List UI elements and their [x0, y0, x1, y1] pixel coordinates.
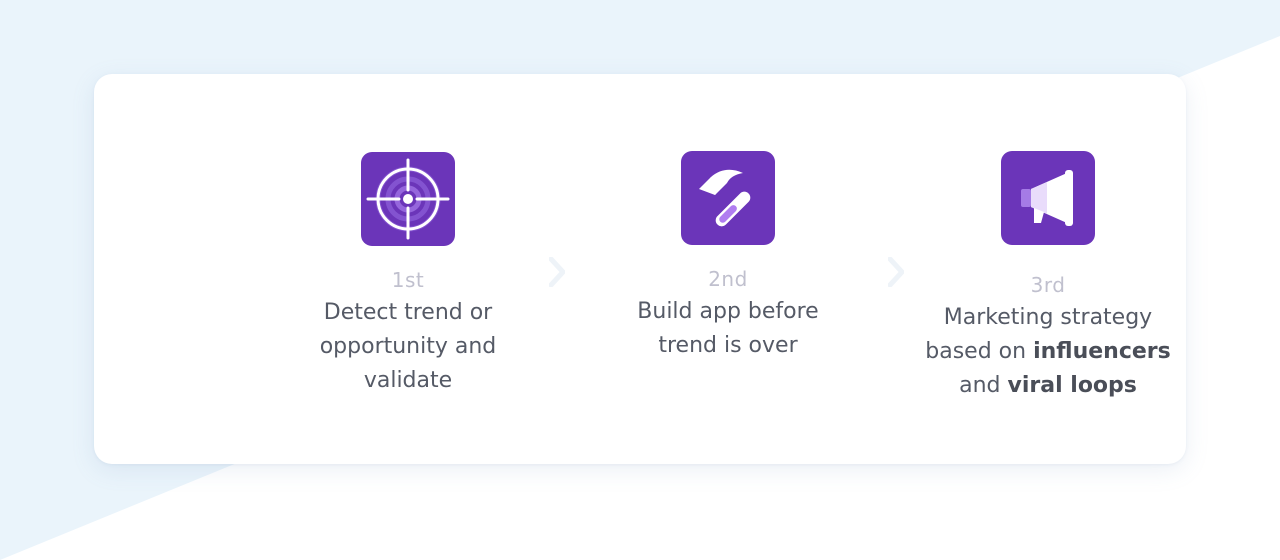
step-1: 1st Detect trend or opportunity and vali… [258, 152, 558, 398]
megaphone-icon [1001, 151, 1095, 245]
hammer-icon [681, 151, 775, 245]
highlight-influencers: influencers [1033, 339, 1171, 364]
step-description: Detect trend or opportunity and validate [319, 300, 497, 393]
step-description: Build app before trend is over [637, 299, 819, 358]
step-ordinal: 3rd [1030, 273, 1066, 297]
step-ordinal: 2nd [708, 267, 748, 291]
process-card: 1st Detect trend or opportunity and vali… [94, 74, 1186, 464]
chevron-right-icon [549, 257, 565, 287]
step-description: Marketing strategy based on influencers … [925, 305, 1171, 398]
highlight-viral-loops: viral loops [1007, 373, 1137, 398]
chevron-right-icon [888, 257, 904, 287]
step-2: 2nd Build app before trend is over [578, 151, 878, 363]
step-3: 3rd Marketing strategy based on influenc… [898, 151, 1198, 403]
target-icon [361, 152, 455, 246]
step-ordinal: 1st [391, 268, 425, 292]
